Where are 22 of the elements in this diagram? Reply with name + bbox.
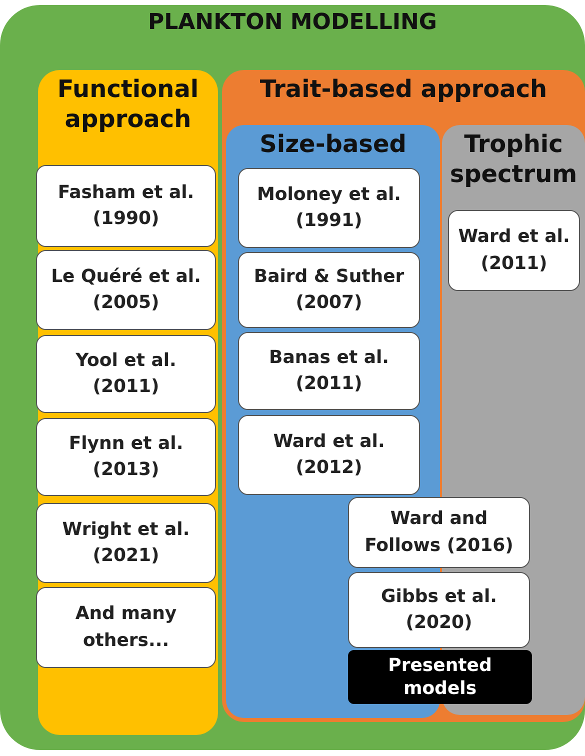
reference-box: And many others... [36,587,216,668]
reference-box: Baird & Suther (2007) [238,252,420,328]
reference-box: Flynn et al. (2013) [36,418,216,496]
reference-box: Yool et al. (2011) [36,335,216,413]
reference-box: Ward et al. (2011) [448,210,580,291]
highlight-box: Presented models [348,650,532,704]
reference-box: Le Quéré et al. (2005) [36,250,216,330]
group-panel [38,70,218,735]
reference-box: Ward et al. (2012) [238,415,420,495]
group-heading: Functional approach [56,74,200,134]
group-heading: Trait-based approach [258,74,548,104]
group-panel [0,5,585,750]
reference-box: Wright et al. (2021) [36,503,216,583]
group-panel [222,70,585,722]
group-heading: Size-based [258,129,408,159]
reference-box: Banas et al. (2011) [238,332,420,410]
reference-box: Gibbs et al. (2020) [348,572,530,648]
reference-box: Ward and Follows (2016) [348,497,530,568]
group-heading: PLANKTON MODELLING [147,9,438,36]
group-heading: Trophic spectrum [448,129,578,189]
reference-box: Moloney et al. (1991) [238,168,420,248]
reference-box: Fasham et al. (1990) [36,165,216,247]
